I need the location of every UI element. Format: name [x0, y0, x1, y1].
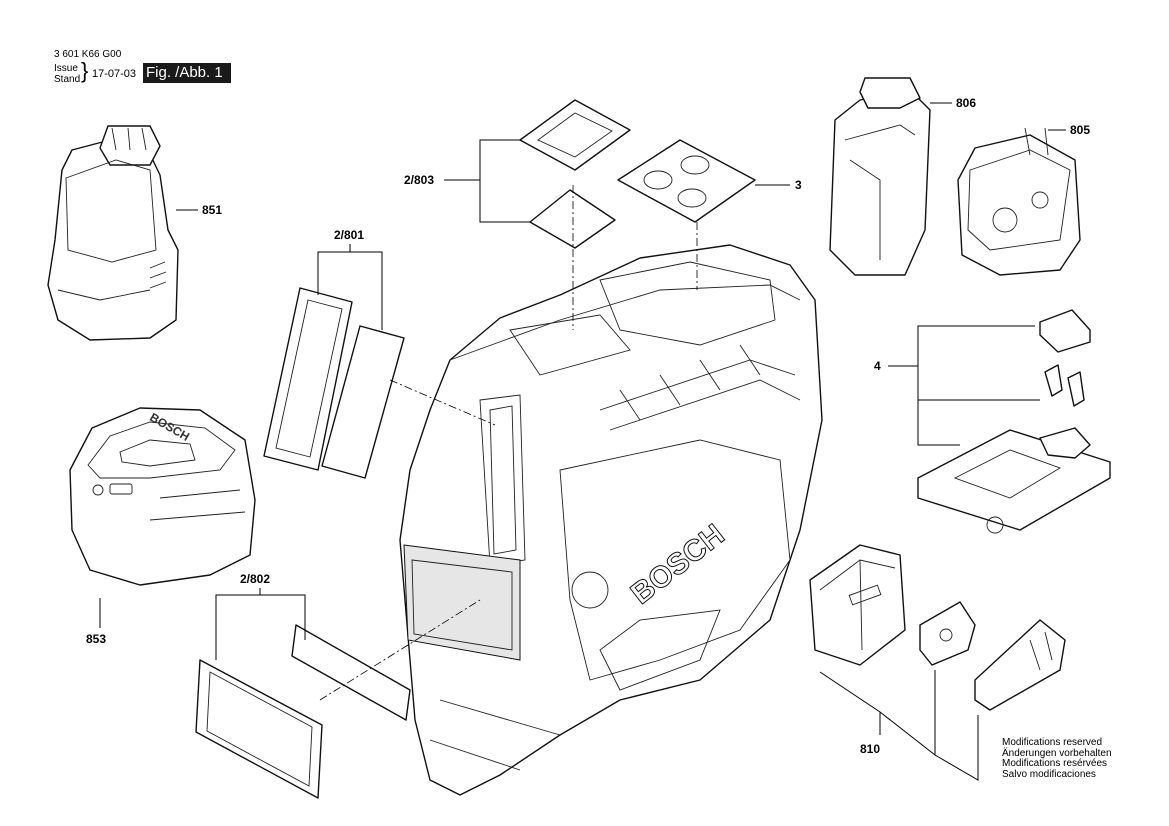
notice-line-de: Änderungen vorbehalten: [1002, 747, 1112, 759]
issue-label: Issue: [54, 63, 78, 74]
notice-line-es: Salvo modificaciones: [1002, 768, 1096, 780]
stand-label: Stand: [54, 74, 81, 85]
battery-pack-851: [47, 125, 179, 341]
laser-level-housing: BOSCH: [399, 244, 823, 796]
holder-set-810: [809, 544, 1066, 781]
issue-stand-label: Issue Stand: [54, 63, 80, 85]
figure-label: Fig. /Abb. 1: [143, 63, 231, 83]
housing-shell-806: [829, 77, 952, 276]
callout-851: 851: [202, 203, 223, 217]
callout-2-803: 2/803: [404, 173, 435, 187]
callout-806: 806: [956, 96, 977, 110]
callout-4: 4: [874, 359, 881, 373]
callout-2-802: 2/802: [240, 572, 271, 586]
window-frame-2-801: [263, 244, 405, 479]
callout-3: 3: [795, 178, 802, 192]
callout-810: 810: [860, 742, 881, 756]
issue-date: 17-07-03: [92, 68, 137, 80]
callout-805: 805: [1070, 123, 1091, 137]
window-set-2-803: [444, 99, 631, 249]
modifications-notice: Modifications reserved Änderungen vorbeh…: [1002, 737, 1112, 780]
document-code: 3 601 K66 G00: [54, 49, 122, 60]
window-frame-2-802: [195, 588, 411, 799]
cover-plate-3: [617, 139, 790, 223]
notice-line-fr: Modifications resérvées: [1002, 758, 1108, 769]
brace-glyph: }: [81, 58, 89, 83]
callout-2-801: 2/801: [334, 228, 365, 242]
mount-kit-4: [888, 309, 1111, 534]
callout-853: 853: [86, 632, 107, 646]
alignment-lines: [319, 185, 698, 701]
base-part-805: [957, 127, 1081, 276]
notice-line-en: Modifications reserved: [1002, 737, 1103, 748]
charger-853: [69, 407, 256, 586]
